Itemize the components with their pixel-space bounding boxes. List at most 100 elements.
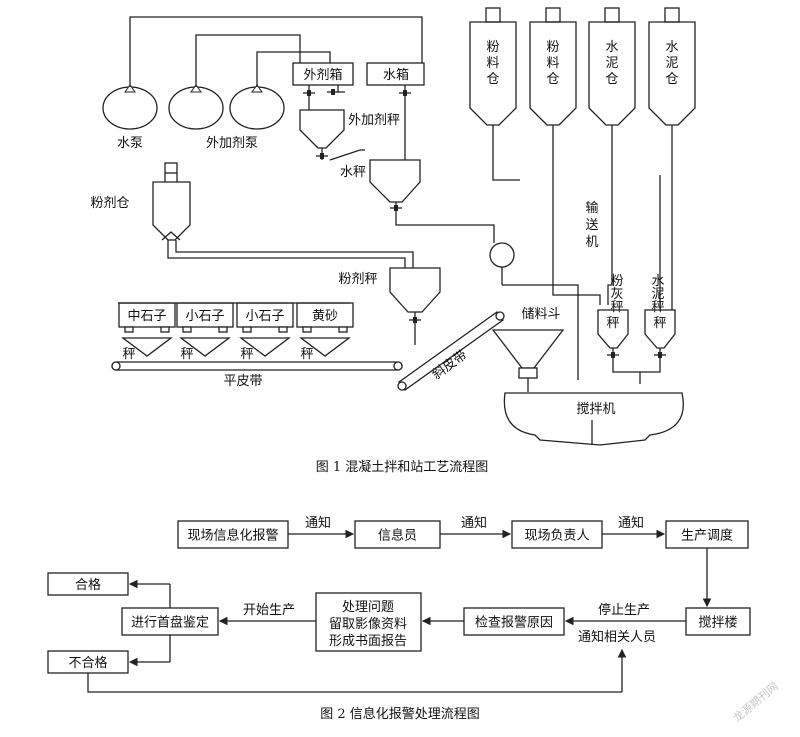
node-info-officer-label: 信息员 — [378, 528, 417, 544]
powder-bin-top — [164, 162, 178, 174]
water-line-to-mixer-lower — [502, 284, 579, 380]
flyash-scale-text: 秤 — [606, 316, 619, 331]
arrow-head — [702, 598, 712, 608]
node-dispatch-label: 生产调度 — [681, 528, 733, 544]
belt-roller-left — [111, 361, 121, 371]
weigh-label: 秤 — [180, 347, 193, 362]
flyash-scale-label: 灰 — [610, 287, 623, 302]
aggregate-gate — [278, 326, 288, 333]
weigh-label: 秤 — [240, 347, 253, 362]
valve-body — [658, 352, 662, 358]
node-dispatch — [665, 520, 749, 549]
edge-label-notify-staff: 通知相关人员 — [578, 629, 656, 645]
aggregate-gate — [182, 326, 192, 333]
silo-label: 水 — [665, 40, 678, 55]
aggregate-gate — [160, 326, 170, 333]
silo-label: 泥 — [605, 56, 618, 71]
weigh-label: 秤 — [300, 347, 313, 362]
node-site-manager-label: 现场负责人 — [524, 529, 589, 544]
aggregate-gate — [124, 326, 134, 333]
silo-label: 粉 — [486, 40, 499, 55]
edge-label-notify3: 通知 — [618, 515, 644, 531]
silo — [469, 21, 517, 126]
cement-to-mixer — [640, 366, 661, 373]
node-pass — [47, 572, 129, 596]
aggregate-gate — [218, 326, 228, 333]
screw-conveyor-label: 机 — [585, 235, 598, 250]
edge-label-notify1: 通知 — [305, 515, 331, 531]
edge-label-start: 开始生产 — [243, 603, 295, 618]
weigh-label: 秤 — [122, 347, 135, 362]
screw-conveyor-pipe — [552, 160, 601, 305]
water-pump-label: 水泵 — [117, 136, 143, 151]
node-first-check-label: 进行首盘鉴定 — [131, 615, 209, 631]
water-scale — [369, 159, 421, 203]
valve-body — [403, 90, 407, 96]
powder-scale — [389, 267, 441, 313]
flat-belt — [111, 361, 403, 371]
aggregate-bin-label: 小石子 — [245, 309, 284, 324]
arrow-head — [218, 616, 228, 626]
valve-body — [394, 205, 398, 211]
flyash-scale — [597, 309, 629, 349]
arrow-head — [502, 529, 512, 539]
pipe-valve-circle — [489, 242, 515, 268]
arrow-head — [128, 579, 138, 589]
watermark: 龙源期刊网 — [730, 679, 781, 725]
valve-body — [307, 90, 311, 96]
weigh-hopper — [121, 337, 173, 357]
weigh-hopper — [299, 337, 351, 357]
edge-fail-return — [87, 673, 622, 693]
node-check-cause — [463, 607, 565, 636]
flyash-to-mixer — [612, 366, 641, 384]
edge-label-notify2: 通知 — [461, 515, 487, 531]
arrow-head — [564, 616, 574, 626]
hopper-gate — [518, 367, 538, 379]
weigh-hopper — [239, 337, 291, 357]
figure1-caption: 图 1 混凝土拌和站工艺流程图 — [316, 459, 489, 475]
water-box — [366, 62, 425, 86]
silo-cap — [604, 7, 620, 23]
admixture-pump-2-nozzle — [251, 84, 263, 93]
admixture-box-label: 外剂箱 — [303, 67, 342, 83]
arrow-head — [345, 529, 355, 539]
aggregate-bin — [118, 302, 176, 328]
cement-scale-label: 泥 — [651, 287, 664, 302]
silo — [648, 21, 696, 126]
node-handle — [315, 592, 422, 652]
silo-label: 仓 — [605, 72, 618, 87]
node-handle-line: 形成书面报告 — [329, 634, 407, 649]
admixture-pump-label: 外加剂泵 — [206, 136, 258, 151]
water-pump — [102, 86, 158, 130]
cement-scale — [644, 309, 676, 349]
admixture-pipe-2 — [256, 51, 331, 87]
silo-label: 仓 — [546, 72, 559, 87]
silo-pipe-1 — [492, 140, 520, 181]
water-line-to-mixer — [395, 215, 495, 243]
flyash-scale-label: 秤 — [610, 300, 623, 315]
mixer-label: 搅拌机 — [576, 401, 615, 417]
silo-cap — [485, 7, 501, 23]
water-scale-label: 水秤 — [340, 165, 366, 180]
node-handle-line: 留取影像资料 — [329, 617, 407, 632]
node-pass-label: 合格 — [75, 577, 101, 593]
silo — [588, 21, 636, 126]
arrow-head — [617, 648, 627, 658]
silo-label: 料 — [486, 56, 499, 71]
mixer — [503, 392, 684, 446]
powder-bin — [152, 181, 191, 241]
silo-label: 水 — [605, 40, 618, 55]
aggregate-bin-label: 中石子 — [127, 309, 166, 324]
node-fail-label: 不合格 — [68, 655, 107, 671]
figure2-caption: 图 2 信息化报警处理流程图 — [320, 706, 480, 722]
aggregate-gate — [302, 326, 312, 333]
node-check-cause-label: 检查报警原因 — [475, 615, 553, 631]
water-pipe — [129, 16, 423, 87]
powder-feed-pipe-2 — [175, 240, 414, 268]
screw-conveyor-label: 送 — [585, 218, 598, 233]
admixture-scale — [299, 109, 345, 149]
incline-roller-high — [495, 311, 505, 321]
water-pump-nozzle — [124, 84, 136, 93]
